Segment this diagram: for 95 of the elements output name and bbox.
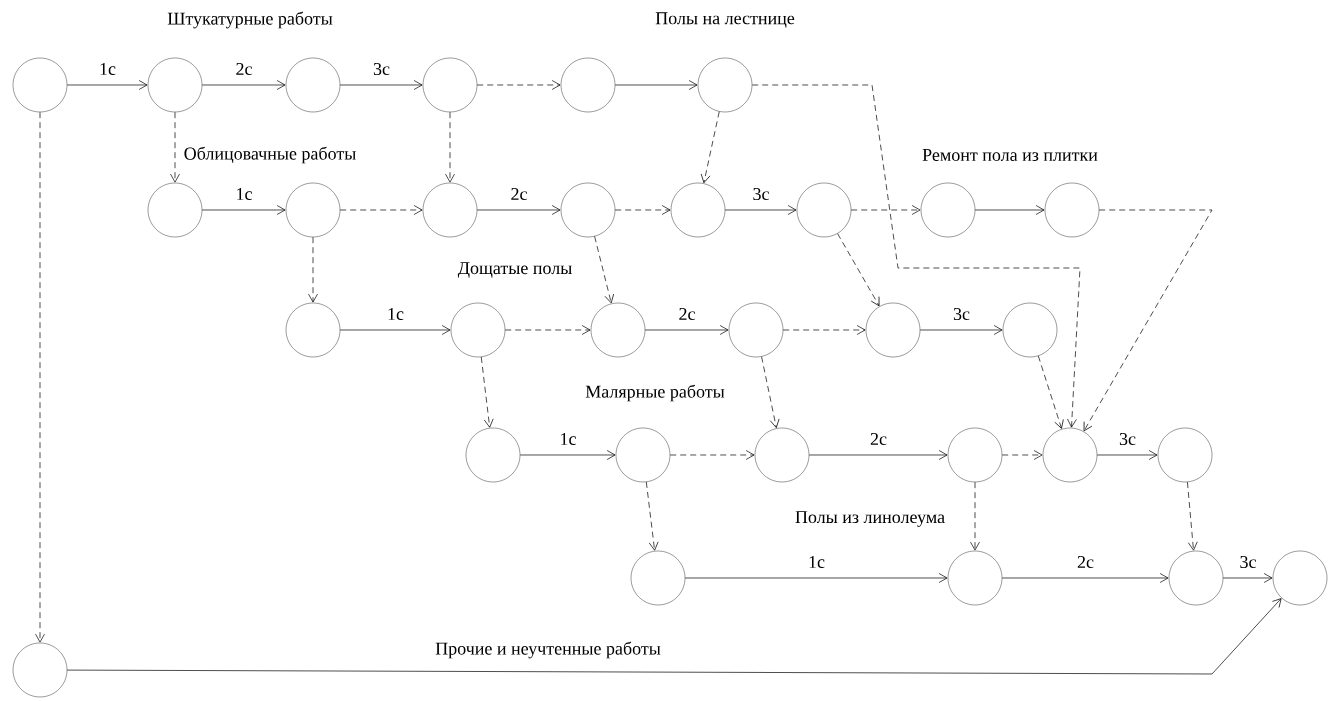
event-circle (1042, 427, 1098, 483)
event-circle (465, 427, 521, 483)
arrow (761, 356, 780, 429)
arrow (1222, 573, 1273, 583)
arrow (724, 205, 797, 215)
event-circle (422, 182, 478, 238)
activity-label: Штукатурные работы (166, 10, 334, 30)
arrow (684, 573, 948, 583)
event-circle (1002, 302, 1058, 358)
event-circle (920, 182, 976, 238)
arrow (476, 205, 561, 215)
arrow (339, 325, 451, 335)
activity-label: Дощатые полы (456, 261, 574, 279)
edge-label: 1с (807, 554, 826, 569)
arrow (837, 233, 880, 307)
arrow (614, 205, 671, 215)
arrow (594, 236, 614, 304)
arrow (1001, 450, 1043, 460)
event-circle (1044, 182, 1100, 238)
arrow (66, 598, 1282, 675)
event-circle (1157, 427, 1213, 483)
event-circle (12, 642, 68, 698)
arrow (970, 481, 980, 551)
activity-label: Ремонт пола из плитки (921, 148, 1099, 162)
edge-label: 2с (234, 61, 254, 77)
arrow (1001, 573, 1169, 583)
arrow (339, 80, 423, 90)
arrow (66, 80, 148, 90)
edge-label: 1с (386, 306, 405, 321)
edge-label: 2с (1076, 554, 1095, 570)
arrow (201, 80, 286, 90)
event-circle (560, 57, 616, 113)
event-circle (630, 550, 686, 606)
arrow (170, 111, 180, 183)
arrow (700, 111, 720, 184)
arrow (445, 111, 455, 183)
arrow (308, 236, 318, 303)
arrow (480, 356, 494, 428)
event-circle (1168, 550, 1224, 606)
event-circle (865, 302, 921, 358)
activity-label: Малярные работы (584, 383, 726, 403)
edge-label: 3с (372, 61, 391, 77)
arrow (339, 205, 423, 215)
arrow (1096, 450, 1158, 460)
arrow (645, 481, 659, 551)
activity-label: Облицовачные работы (182, 145, 358, 165)
event-circle (590, 302, 646, 358)
event-circle (147, 57, 203, 113)
event-circle (285, 57, 341, 113)
edge-label: 3с (1238, 554, 1258, 570)
event-circle (450, 302, 506, 358)
edge-label: Прочие и неучтенные работы (434, 640, 662, 660)
arrow (1187, 481, 1198, 551)
arrow (782, 325, 866, 335)
arrow (1083, 209, 1213, 432)
edge-label: 3с (751, 186, 771, 202)
event-circle (796, 182, 852, 238)
event-circle (12, 57, 68, 113)
arrow (1037, 355, 1064, 429)
arrow (519, 450, 616, 460)
event-circle (1272, 550, 1328, 606)
event-circle (422, 57, 478, 113)
arrow (476, 80, 561, 90)
edge-label: 1с (558, 431, 578, 446)
edge-label: 3с (952, 306, 971, 322)
arrow (808, 450, 948, 460)
edge-label: 2с (677, 306, 697, 322)
arrow (644, 325, 729, 335)
arrow (919, 325, 1003, 335)
event-circle (754, 427, 810, 483)
event-circle (147, 182, 203, 238)
event-circle (670, 182, 726, 238)
event-circle (697, 57, 753, 113)
arrow (751, 84, 1081, 428)
event-circle (285, 302, 341, 358)
arrow (504, 325, 591, 335)
arrow (201, 205, 286, 215)
edge-label: 2с (509, 186, 529, 202)
edge-label: 3с (1118, 431, 1137, 447)
activity-label: Полы из линолеума (793, 510, 947, 528)
edge-label: 1с (98, 61, 117, 77)
arrow (974, 205, 1045, 215)
event-circle (285, 182, 341, 238)
arrow (669, 450, 755, 460)
arrow (35, 111, 45, 643)
event-circle (728, 302, 784, 358)
arrow (614, 80, 698, 90)
edge-label: 1с (234, 186, 254, 202)
event-circle (560, 182, 616, 238)
event-circle (615, 427, 671, 483)
event-circle (947, 427, 1003, 483)
edge-label: 2с (869, 431, 888, 447)
activity-label: Полы на лестнице (654, 11, 796, 29)
arrow (850, 205, 921, 215)
event-circle (947, 550, 1003, 606)
